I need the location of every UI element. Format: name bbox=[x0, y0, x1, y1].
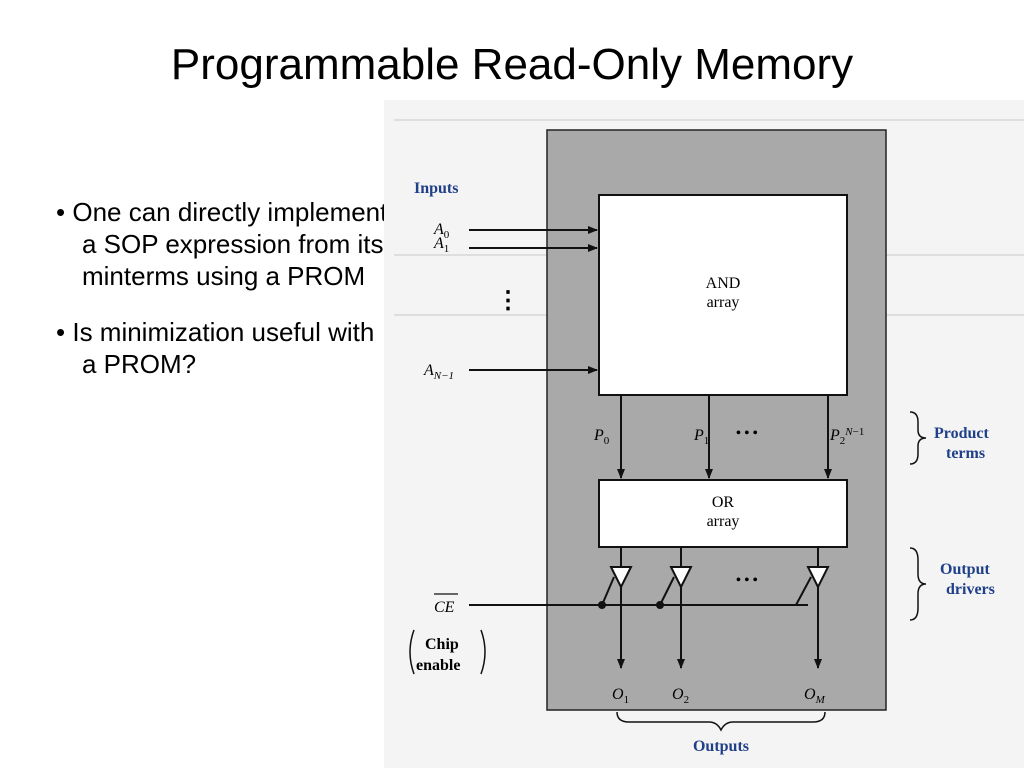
ce-label: CE bbox=[434, 599, 455, 616]
buffer-2 bbox=[669, 566, 693, 590]
product-label-p1: P1 bbox=[693, 427, 709, 447]
product-terms-label-2: terms bbox=[946, 445, 985, 462]
or-array-label: OR bbox=[712, 494, 735, 511]
ce-junction-2 bbox=[656, 601, 664, 609]
output-drivers-label-2: drivers bbox=[946, 581, 995, 598]
output-label-o1: O1 bbox=[612, 686, 629, 706]
bullet-item: • One can directly implement a SOP expre… bbox=[56, 196, 396, 292]
bullet-marker: • bbox=[56, 197, 66, 227]
and-array-label: AND bbox=[706, 275, 741, 292]
input-vertical-dots: ⋮ bbox=[496, 288, 520, 314]
prom-figure: AND array OR array Inputs A0 A1 AN−1 ⋮ bbox=[384, 100, 1024, 768]
product-label-p0: P0 bbox=[593, 427, 610, 447]
outputs-brace bbox=[616, 711, 826, 732]
bullet-list: • One can directly implement a SOP expre… bbox=[56, 196, 396, 404]
input-label-a1-shown: A1 bbox=[433, 235, 449, 255]
product-terms-brace bbox=[909, 411, 927, 465]
ce-junction-1 bbox=[598, 601, 606, 609]
input-label-an1: AN−1 bbox=[423, 362, 454, 382]
or-array-box bbox=[598, 479, 848, 548]
chip-enable-label-2: enable bbox=[416, 657, 460, 674]
chip-enable-paren-right bbox=[480, 629, 486, 675]
enable-lines bbox=[469, 576, 812, 606]
outputs-label: Outputs bbox=[693, 738, 749, 755]
chip-enable-label: Chip bbox=[425, 636, 459, 653]
product-terms-label: Product bbox=[934, 425, 989, 442]
driver-h-dots: • • • bbox=[736, 573, 758, 588]
buffer-3 bbox=[806, 566, 830, 590]
and-array-label-2: array bbox=[707, 294, 740, 311]
enable-tap-1 bbox=[601, 576, 615, 606]
output-label-om: OM bbox=[804, 686, 826, 706]
inputs-label: Inputs bbox=[414, 180, 458, 197]
output-driver-buffers bbox=[609, 547, 830, 590]
input-labels: A0 bbox=[433, 221, 450, 241]
bullet-text: One can directly implement a SOP express… bbox=[72, 197, 388, 291]
bullet-marker: • bbox=[56, 317, 66, 347]
enable-tap-3 bbox=[795, 576, 812, 606]
enable-tap-2 bbox=[659, 576, 675, 606]
output-label-o2: O2 bbox=[672, 686, 689, 706]
output-drivers-label: Output bbox=[940, 561, 990, 578]
chip-enable-paren-left bbox=[409, 629, 415, 675]
and-array-box bbox=[598, 194, 848, 396]
bullet-item: • Is minimization useful with a PROM? bbox=[56, 316, 396, 380]
product-label-p2n: P2N−1 bbox=[829, 426, 864, 447]
bullet-text: Is minimization useful with a PROM? bbox=[72, 317, 375, 379]
prom-diagram: AND array OR array Inputs A0 A1 AN−1 ⋮ bbox=[384, 100, 1024, 768]
product-h-dots: • • • bbox=[736, 426, 758, 441]
output-drivers-brace bbox=[909, 547, 927, 621]
buffer-1 bbox=[609, 566, 633, 590]
or-array-label-2: array bbox=[707, 513, 740, 530]
slide-title: Programmable Read-Only Memory bbox=[170, 40, 854, 89]
input-label-a0: A0 bbox=[433, 221, 450, 241]
